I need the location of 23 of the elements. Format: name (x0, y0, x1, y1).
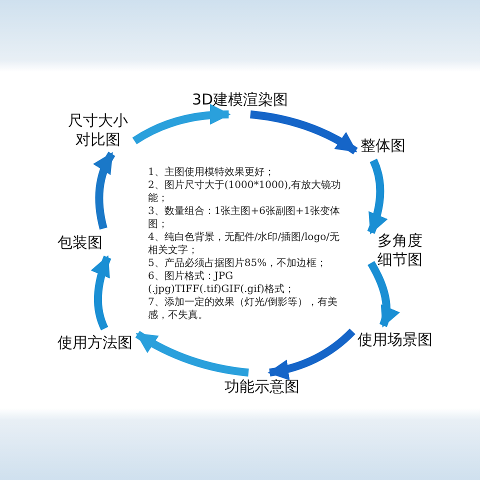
curved-arrow (135, 330, 249, 377)
step-label: 使用场景图 (358, 330, 432, 350)
step-label: 功能示意图 (224, 378, 300, 396)
curved-arrow (250, 110, 358, 154)
curved-arrow (132, 104, 231, 144)
curved-arrow (93, 152, 116, 230)
note-text: 4、纯白色背景，无配件/水印/插图/logo/无相关文字； (148, 231, 340, 257)
note-text: 6、图片格式：JPG (.jpg)TIFF(.tif)GIF(.gif)格式； (148, 270, 296, 296)
step-label: 使用方法图 (58, 334, 132, 352)
note-text: 3、数量组合：1张主图+6张副图+1张变体图； (148, 205, 342, 231)
step-label: 尺寸大小对比图 (66, 111, 130, 149)
curved-arrow (367, 158, 388, 234)
curved-arrow (268, 328, 356, 380)
step-label: 包装图 (58, 234, 102, 252)
note-text: 7、添加一定的效果（灯光/倒影等），有美感，不失真。 (148, 296, 339, 322)
note-text: 5、产品必须占据图片85%，不加边框； (148, 257, 328, 270)
note-text: 2、图片尺寸大于(1000*1000),有放大镜功能； (148, 179, 342, 205)
step-label: 多角度细节图 (376, 231, 424, 269)
curved-arrow (91, 255, 112, 330)
curved-arrow (368, 261, 400, 328)
step-label: 3D建模渲染图 (192, 90, 288, 110)
note-text: 1、主图使用模特效果更好； (148, 166, 276, 179)
step-label: 整体图 (360, 136, 406, 156)
